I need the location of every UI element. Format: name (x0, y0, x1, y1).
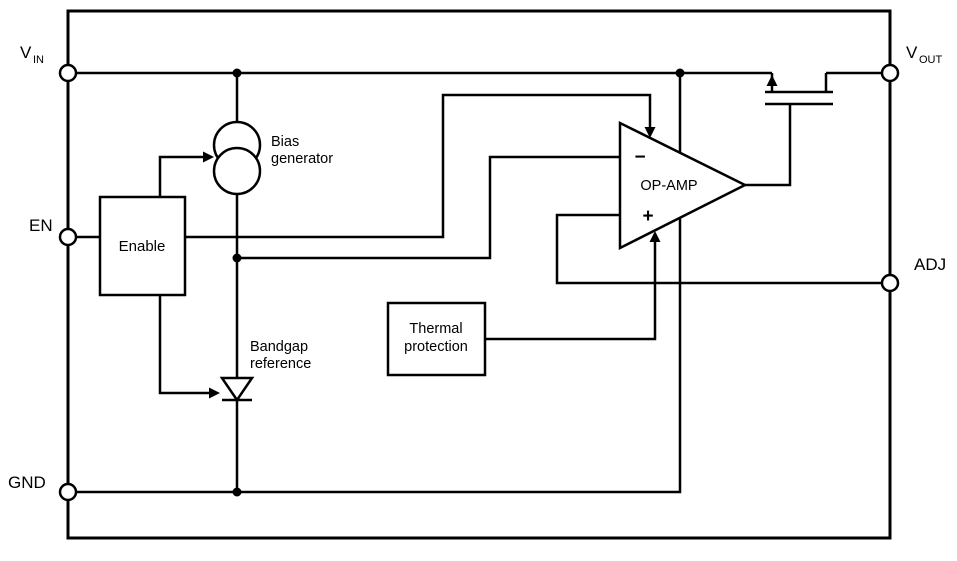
vout-label-sub: OUT (919, 54, 943, 66)
pin-gnd-terminal (58, 482, 78, 502)
bandgap-label-line2: reference (250, 356, 311, 372)
opamp-minus-input-sign: − (634, 147, 645, 168)
junction-vin-opamp-supply (675, 68, 685, 78)
opamp-triangle (618, 120, 748, 251)
thermal-label-line2: protection (404, 339, 468, 355)
vin-label: V (20, 43, 32, 62)
junction-vin-bias (232, 68, 242, 78)
reference-to-opamp-wire (237, 155, 620, 260)
gnd-rail-wire (76, 218, 682, 494)
bias-label-line2: generator (271, 151, 333, 167)
junction-gnd-bandgap (232, 487, 242, 497)
gnd-label: GND (8, 473, 46, 492)
chip-boundary (66, 9, 892, 540)
thermal-label-line1: Thermal (409, 321, 462, 337)
opamp-output-wire (745, 104, 792, 187)
enable-to-bandgap-wire (158, 295, 212, 395)
opamp-label: OP-AMP (640, 178, 697, 194)
pmos-pass-transistor-icon (765, 73, 833, 106)
arrow-thermal-to-opamp (649, 231, 661, 242)
junction-reference-tap (232, 253, 242, 263)
enable-block-label: Enable (119, 238, 166, 255)
thermal-to-opamp-wire (485, 240, 657, 341)
enable-block (98, 195, 187, 297)
en-label: EN (29, 216, 53, 235)
vout-label: V (906, 43, 918, 62)
thermal-protection-block (386, 301, 487, 377)
opamp-plus-input-sign: + (642, 206, 653, 227)
pin-en-terminal (58, 227, 78, 247)
arrow-enable-to-opamp (644, 127, 656, 138)
bandgap-label-line1: Bandgap (250, 339, 308, 355)
diode-triangle (219, 376, 255, 403)
pin-adj-terminal (880, 273, 900, 293)
adj-label: ADJ (914, 255, 946, 274)
transistor-source-arrow (766, 75, 778, 86)
arrow-to-bias (203, 151, 214, 163)
enable-to-opamp-wire (185, 93, 652, 239)
bias-generator-icon (212, 120, 262, 196)
pin-vout-terminal (880, 63, 900, 83)
pin-vin-terminal (58, 63, 78, 83)
bias-label-line1: Bias (271, 134, 299, 150)
arrow-to-bandgap (209, 387, 220, 399)
vin-label-sub: IN (33, 54, 44, 66)
enable-to-bias-wire (158, 155, 206, 197)
adj-feedback-wire (555, 213, 882, 285)
bandgap-diode-icon (219, 376, 255, 403)
bias-circle-bottom (212, 146, 262, 196)
